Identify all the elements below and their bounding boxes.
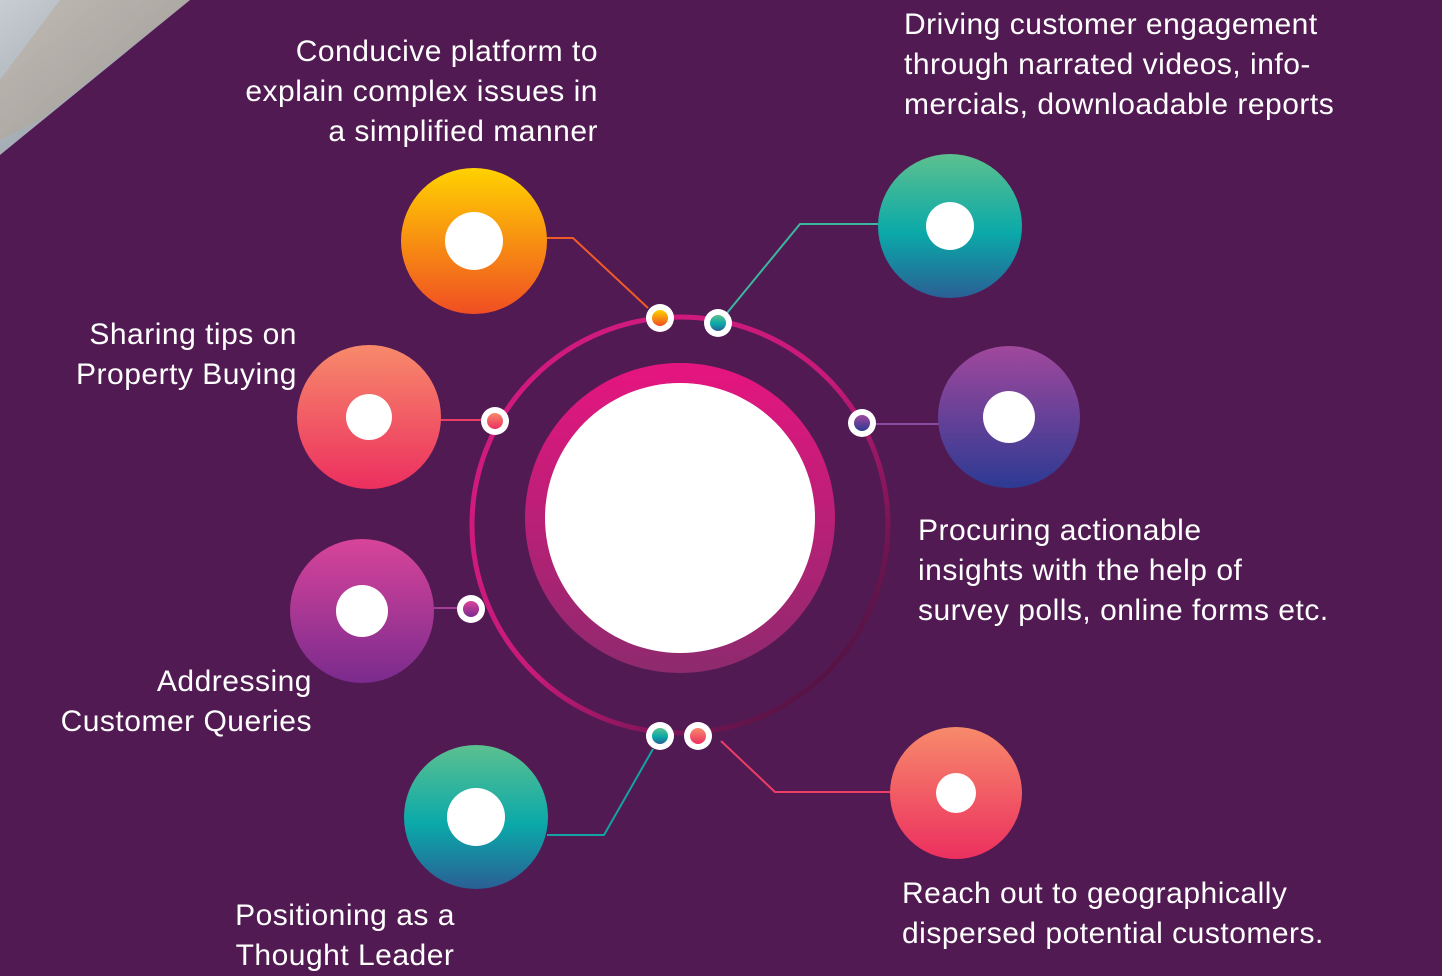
bubble-icon <box>346 394 392 440</box>
bubble-driving-engagement <box>878 154 1022 298</box>
label-driving-engagement: Driving customer engagement through narr… <box>904 8 1335 121</box>
label-conducive-platform: Conducive platform to explain complex is… <box>245 35 598 148</box>
hub-center <box>545 383 815 653</box>
outer-ring <box>469 314 891 736</box>
bubble-procuring-insights <box>938 346 1080 488</box>
bubble-sharing-tips <box>297 345 441 489</box>
connector-thought-leader <box>547 748 654 836</box>
connector-reach-out <box>720 740 892 793</box>
bubble-icon <box>336 585 388 637</box>
ring-dot-sharing-tips <box>481 407 509 435</box>
label-sharing-tips: Sharing tips on Property Buying <box>76 318 297 391</box>
ring-dot-driving-engagement <box>704 309 732 337</box>
ring-dot-thought-leader <box>646 722 674 750</box>
bubble-icon <box>983 391 1035 443</box>
connector-conducive-platform <box>543 237 649 309</box>
corner-photo-shade <box>0 0 190 140</box>
corner-photo <box>0 0 190 155</box>
ring-dot-conducive-platform <box>646 304 674 332</box>
ring-dot-procuring-insights <box>848 409 876 437</box>
label-reach-out: Reach out to geographically dispersed po… <box>902 877 1324 950</box>
bubble-reach-out <box>890 727 1022 859</box>
bubble-thought-leader <box>404 745 548 889</box>
bubble-icon <box>936 773 976 813</box>
label-addressing-queries: Addressing Customer Queries <box>60 665 312 738</box>
connector-driving-engagement <box>726 223 878 314</box>
label-thought-leader: Positioning as a Thought Leader <box>235 899 455 972</box>
bubble-icon <box>445 212 503 270</box>
ring-dot-addressing-queries <box>457 595 485 623</box>
bubble-conducive-platform <box>401 168 547 314</box>
bubble-addressing-queries <box>290 539 434 683</box>
bubble-icon <box>926 202 974 250</box>
label-procuring-insights: Procuring actionable insights with the h… <box>918 514 1329 627</box>
bubble-icon <box>447 788 505 846</box>
ring-dot-reach-out <box>684 722 712 750</box>
